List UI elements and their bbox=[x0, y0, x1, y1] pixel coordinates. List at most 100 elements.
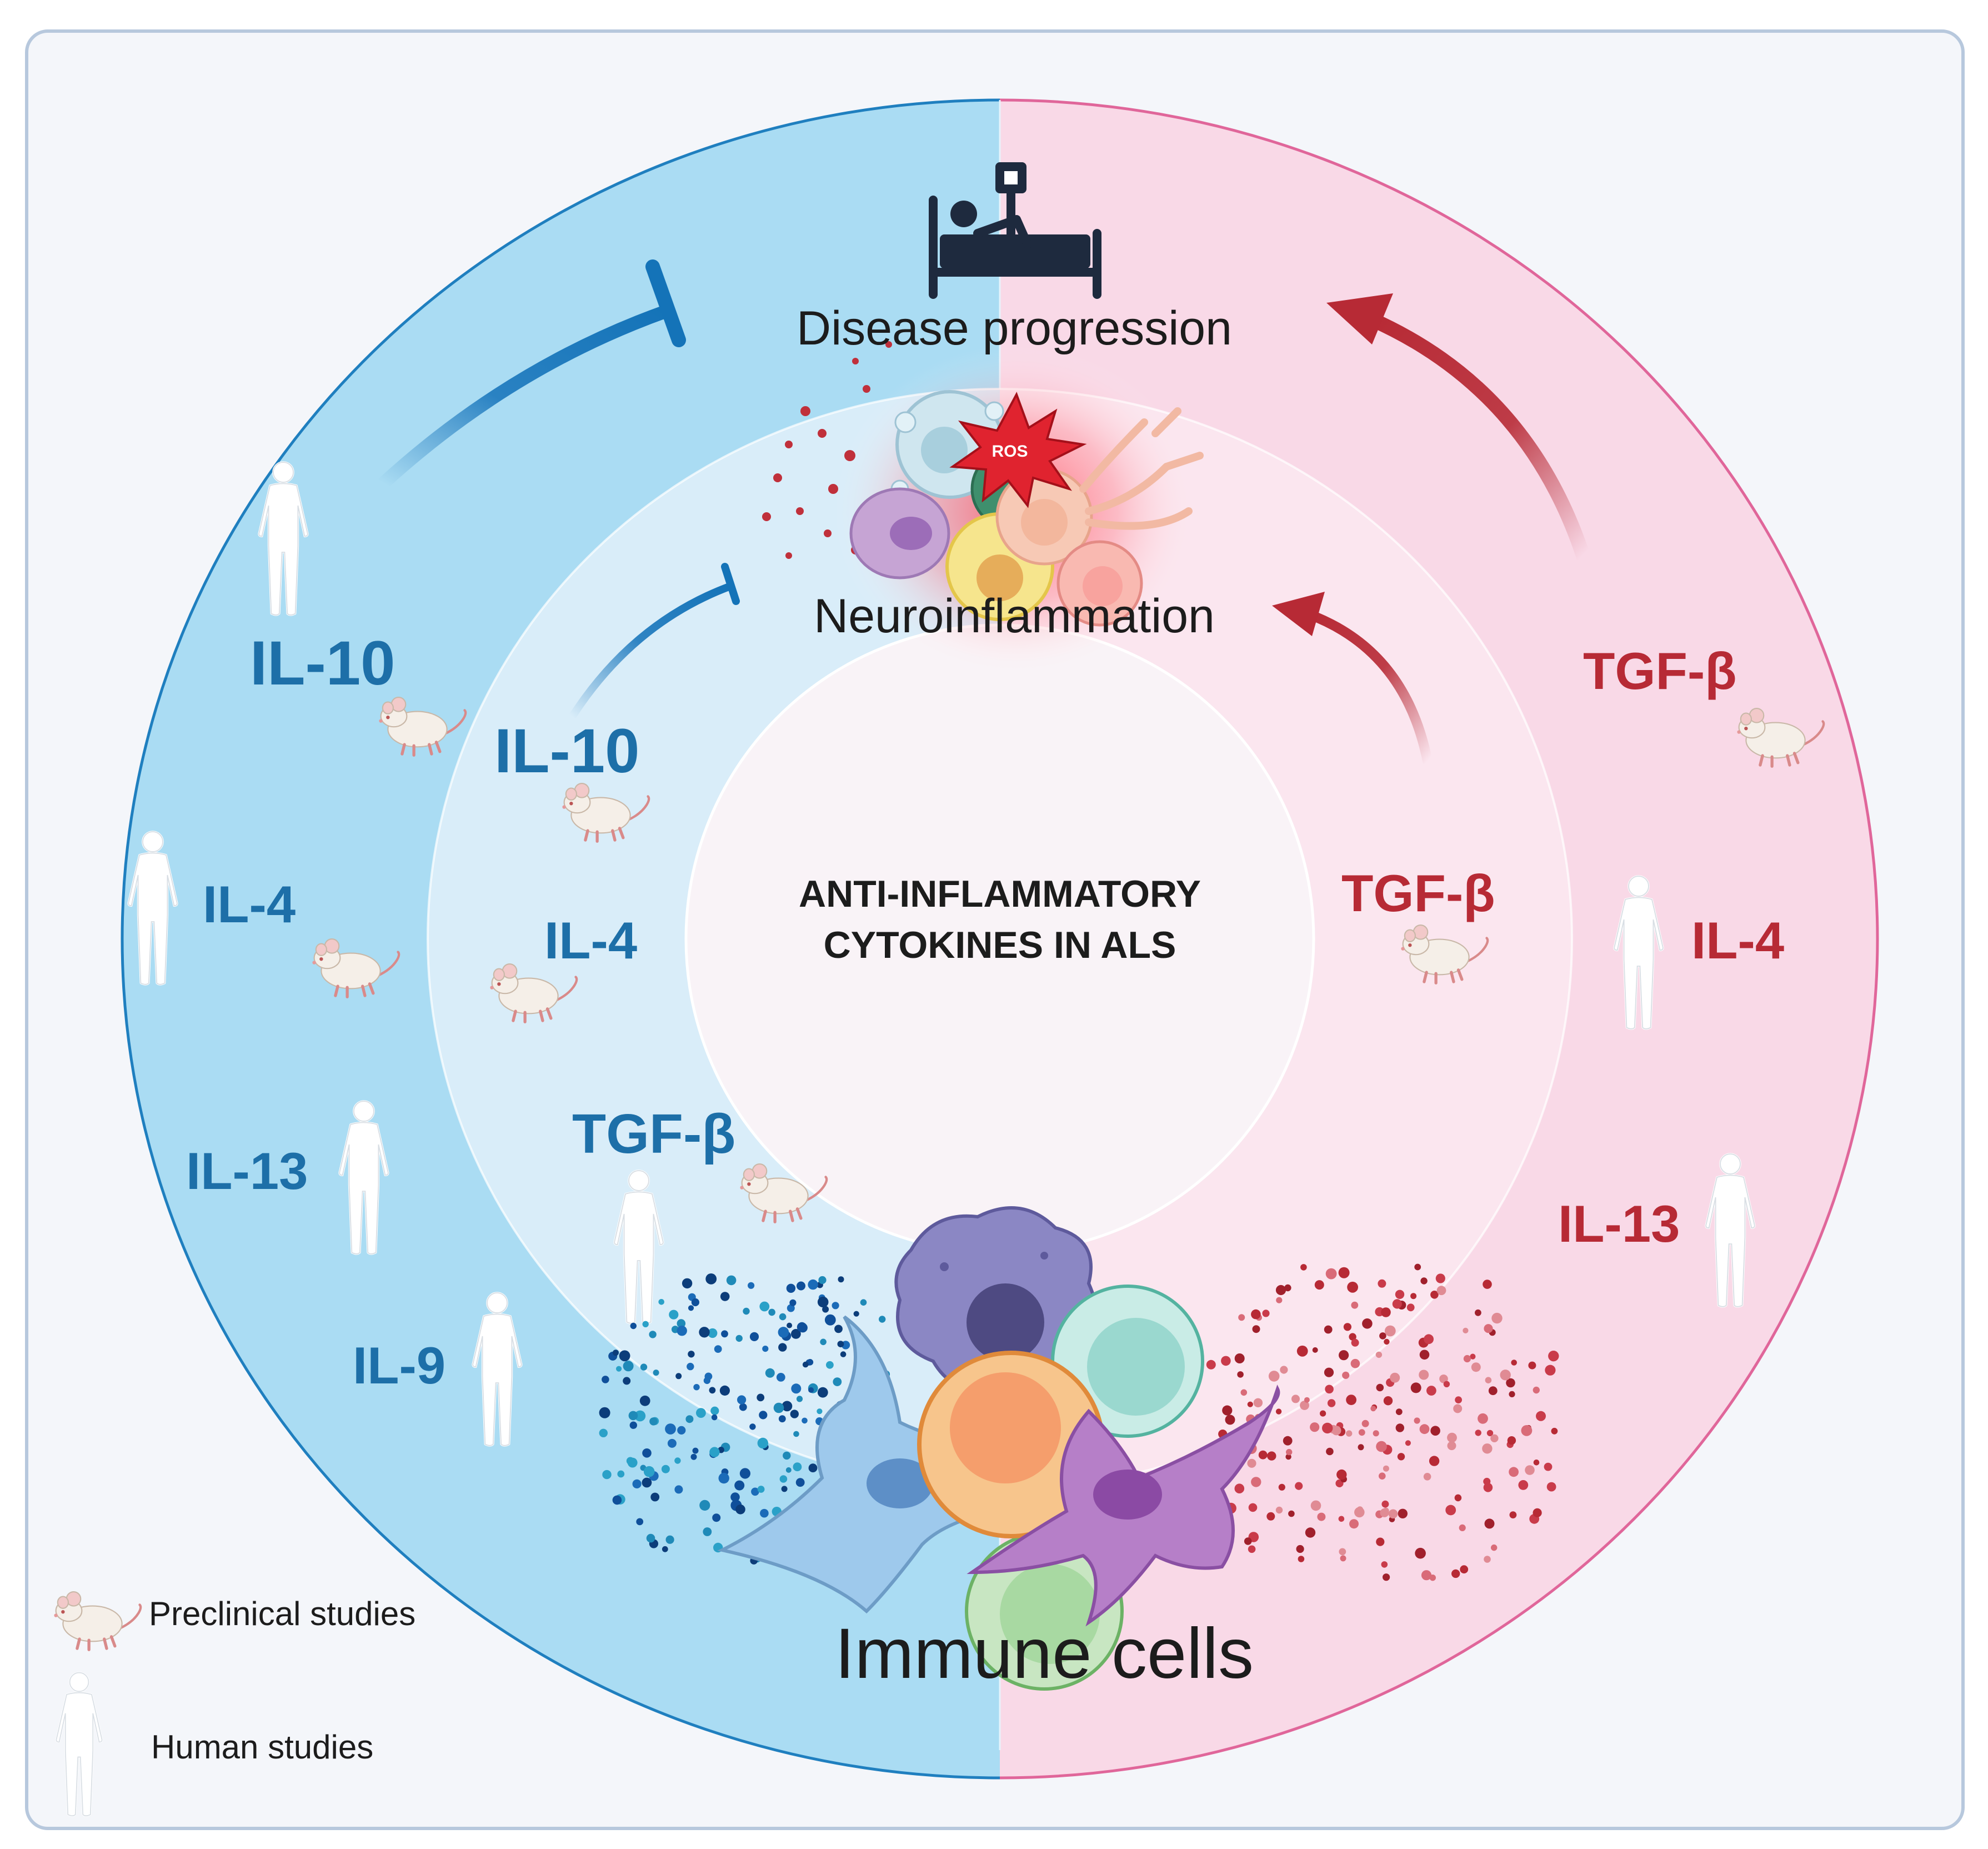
cytokine-dot bbox=[1310, 1422, 1320, 1432]
cytokine-dot bbox=[1284, 1284, 1291, 1292]
cytokine-dot bbox=[1373, 1430, 1379, 1437]
cytokine-dot bbox=[778, 1415, 786, 1423]
cytokine-dot bbox=[1267, 1451, 1276, 1461]
cytokine-dot bbox=[720, 1292, 730, 1301]
cytokine-dot bbox=[1455, 1396, 1463, 1404]
cytokine-dot bbox=[1379, 1472, 1386, 1480]
cytokine-dot bbox=[1484, 1518, 1495, 1529]
cytokine-dot bbox=[1421, 1570, 1432, 1581]
cytokine-dot bbox=[677, 1426, 686, 1435]
ros-label: ROS bbox=[992, 442, 1028, 461]
cytokine-dot bbox=[1343, 1323, 1351, 1331]
cytokine-dot bbox=[757, 1486, 765, 1493]
cytokine-dot bbox=[1436, 1286, 1446, 1296]
cytokine-dot bbox=[1381, 1307, 1391, 1317]
cytokine-dot bbox=[743, 1307, 750, 1315]
cytokine-dot bbox=[1238, 1314, 1245, 1321]
cytokine-dot bbox=[1300, 1401, 1309, 1410]
cytokine-dot bbox=[704, 1372, 713, 1381]
cytokine-dot bbox=[1276, 1297, 1283, 1303]
cytokine-dot bbox=[1285, 1453, 1291, 1460]
cytokine-dot bbox=[711, 1414, 718, 1421]
cytokine-dot bbox=[757, 1437, 769, 1449]
cytokine-dot bbox=[1405, 1440, 1411, 1446]
cytokine-dot bbox=[1370, 1406, 1376, 1412]
cytokine-dot bbox=[1451, 1569, 1460, 1578]
cytokine-dot bbox=[730, 1492, 740, 1502]
cytokine-dot bbox=[1288, 1510, 1295, 1517]
cytokine-dot bbox=[1381, 1561, 1388, 1568]
cytokine-dot bbox=[1383, 1573, 1390, 1581]
cytokine-dot bbox=[1429, 1575, 1436, 1581]
cytokine-dot bbox=[1361, 1420, 1369, 1427]
cytokine-dot bbox=[1206, 1360, 1216, 1370]
cytokine-dot bbox=[677, 1319, 686, 1328]
cytokine-dot bbox=[802, 1417, 808, 1424]
cytokine-dot bbox=[1286, 1448, 1293, 1456]
cytokine-dot bbox=[693, 1384, 700, 1391]
cytokine-dot bbox=[691, 1298, 699, 1307]
cytokine-dot bbox=[1471, 1362, 1481, 1372]
cytokine-dot bbox=[623, 1377, 631, 1385]
cytokine-dot bbox=[690, 1453, 697, 1460]
cytokine-dot bbox=[1384, 1325, 1396, 1337]
right-inner-tgfb-label: TGF-β bbox=[1341, 864, 1495, 922]
cytokine-dot bbox=[665, 1423, 676, 1435]
cytokine-dot bbox=[630, 1322, 637, 1330]
cytokine-dot bbox=[759, 1301, 770, 1312]
cytokine-dot bbox=[822, 1306, 829, 1313]
cytokine-dot bbox=[1460, 1565, 1469, 1574]
cytokine-dot bbox=[1262, 1310, 1270, 1317]
left-outer-il9-label: IL-9 bbox=[353, 1336, 445, 1395]
cytokine-dot bbox=[649, 1417, 658, 1426]
cytokine-dot bbox=[1320, 1410, 1326, 1417]
cytokine-dot bbox=[762, 1346, 769, 1352]
promote-arrow-outer bbox=[1326, 293, 1590, 563]
cytokine-dot bbox=[1350, 1358, 1360, 1368]
cytokine-dot bbox=[853, 1311, 859, 1317]
neuroinflammation-label: Neuroinflammation bbox=[814, 589, 1215, 643]
cytokine-dot bbox=[795, 1478, 805, 1487]
cytokine-dot bbox=[1419, 1424, 1430, 1435]
cytokine-dot bbox=[1253, 1398, 1263, 1407]
cytokine-dot bbox=[1296, 1545, 1304, 1553]
cytokine-dot bbox=[658, 1299, 664, 1305]
cytokine-dot bbox=[797, 1281, 805, 1291]
cytokine-dot bbox=[1298, 1556, 1305, 1562]
cytokine-dot bbox=[1349, 1333, 1356, 1341]
cytokine-dot bbox=[599, 1407, 610, 1418]
cytokine-dot bbox=[1326, 1447, 1334, 1456]
cytokine-dot bbox=[726, 1275, 737, 1286]
cytokine-dot bbox=[1483, 1477, 1491, 1486]
immune-cells-label: Immune cells bbox=[835, 1614, 1254, 1693]
cytokine-dot bbox=[1483, 1280, 1492, 1289]
cytokine-dot bbox=[1336, 1469, 1347, 1480]
cytokine-dot bbox=[779, 1475, 788, 1483]
cytokine-dot bbox=[1266, 1512, 1275, 1521]
cytokine-dot bbox=[619, 1350, 630, 1362]
cytokine-dot bbox=[1478, 1413, 1488, 1424]
cytokine-dot bbox=[737, 1395, 747, 1405]
cytokine-dot bbox=[837, 1341, 844, 1348]
cytokine-dot bbox=[705, 1273, 717, 1285]
cytokine-dot bbox=[1419, 1370, 1429, 1380]
cytokine-dot bbox=[791, 1383, 802, 1394]
cytokine-dot bbox=[820, 1338, 827, 1346]
cytokine-dot bbox=[675, 1373, 682, 1380]
cytokine-dot bbox=[1453, 1404, 1463, 1413]
cytokine-dot bbox=[1295, 1482, 1303, 1490]
right-outer-il4-label: IL-4 bbox=[1691, 911, 1784, 970]
cytokine-dot bbox=[612, 1495, 622, 1505]
cytokine-dot bbox=[791, 1329, 801, 1339]
cytokine-dot bbox=[1283, 1436, 1293, 1446]
cytokine-dot bbox=[1384, 1338, 1390, 1345]
cytokine-dot bbox=[1234, 1483, 1245, 1493]
cytokine-dot bbox=[1429, 1456, 1440, 1466]
cytokine-dot bbox=[1426, 1386, 1436, 1396]
cytokine-dot bbox=[674, 1457, 681, 1464]
cytokine-dot bbox=[787, 1322, 793, 1328]
cytokine-dot bbox=[1327, 1399, 1336, 1407]
cytokine-dot bbox=[682, 1278, 693, 1289]
cytokine-dot bbox=[1378, 1279, 1386, 1288]
cytokine-dot bbox=[779, 1313, 787, 1321]
